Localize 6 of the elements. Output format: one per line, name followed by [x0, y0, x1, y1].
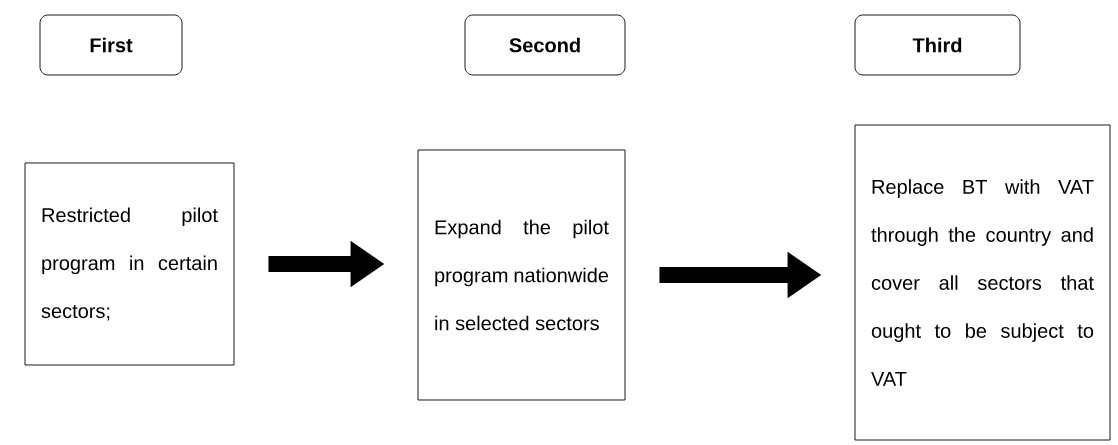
text-box: Replace BT with VAT through the country and cover all sectors that ought to be subject to VAT: [854, 124, 1111, 441]
stage-box: Second: [464, 14, 626, 76]
stage-box: First: [39, 14, 183, 76]
stage-box: Third: [854, 14, 1021, 76]
text-box: Restricted pilot program in certain sectors;: [24, 162, 235, 366]
text-box: Expand the pilot program nationwide in selected sectors: [417, 149, 626, 401]
